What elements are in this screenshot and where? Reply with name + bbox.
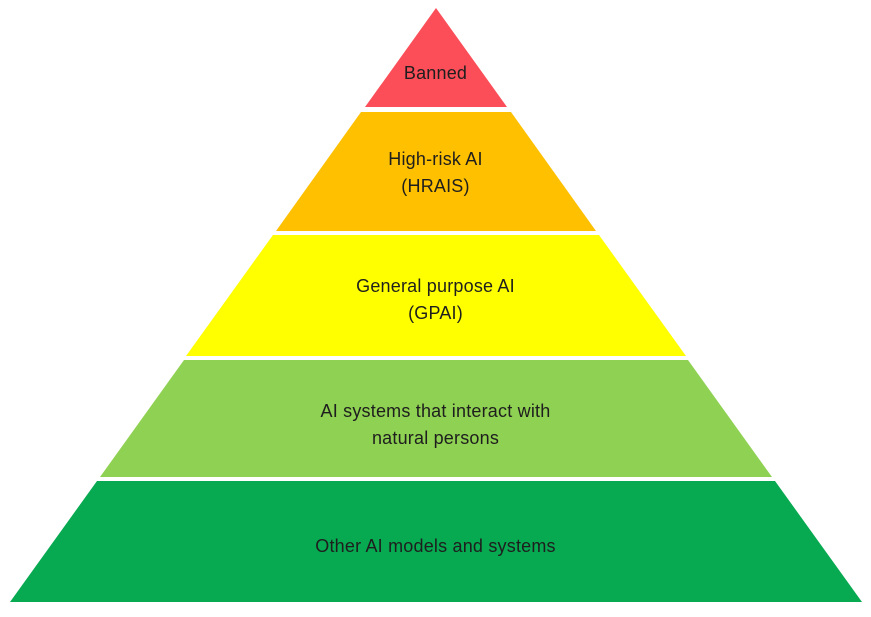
pyramid-tier-interact-label: AI systems that interact with natural pe… xyxy=(320,401,551,448)
pyramid-tier-banned-label: Banned xyxy=(403,63,468,83)
pyramid-tier-other-label: Other AI models and systems xyxy=(315,536,556,556)
pyramid-tier-gpai-label: General purpose AI (GPAI) xyxy=(356,276,515,323)
pyramid-tier-high-risk-label: High-risk AI (HRAIS) xyxy=(388,149,483,196)
